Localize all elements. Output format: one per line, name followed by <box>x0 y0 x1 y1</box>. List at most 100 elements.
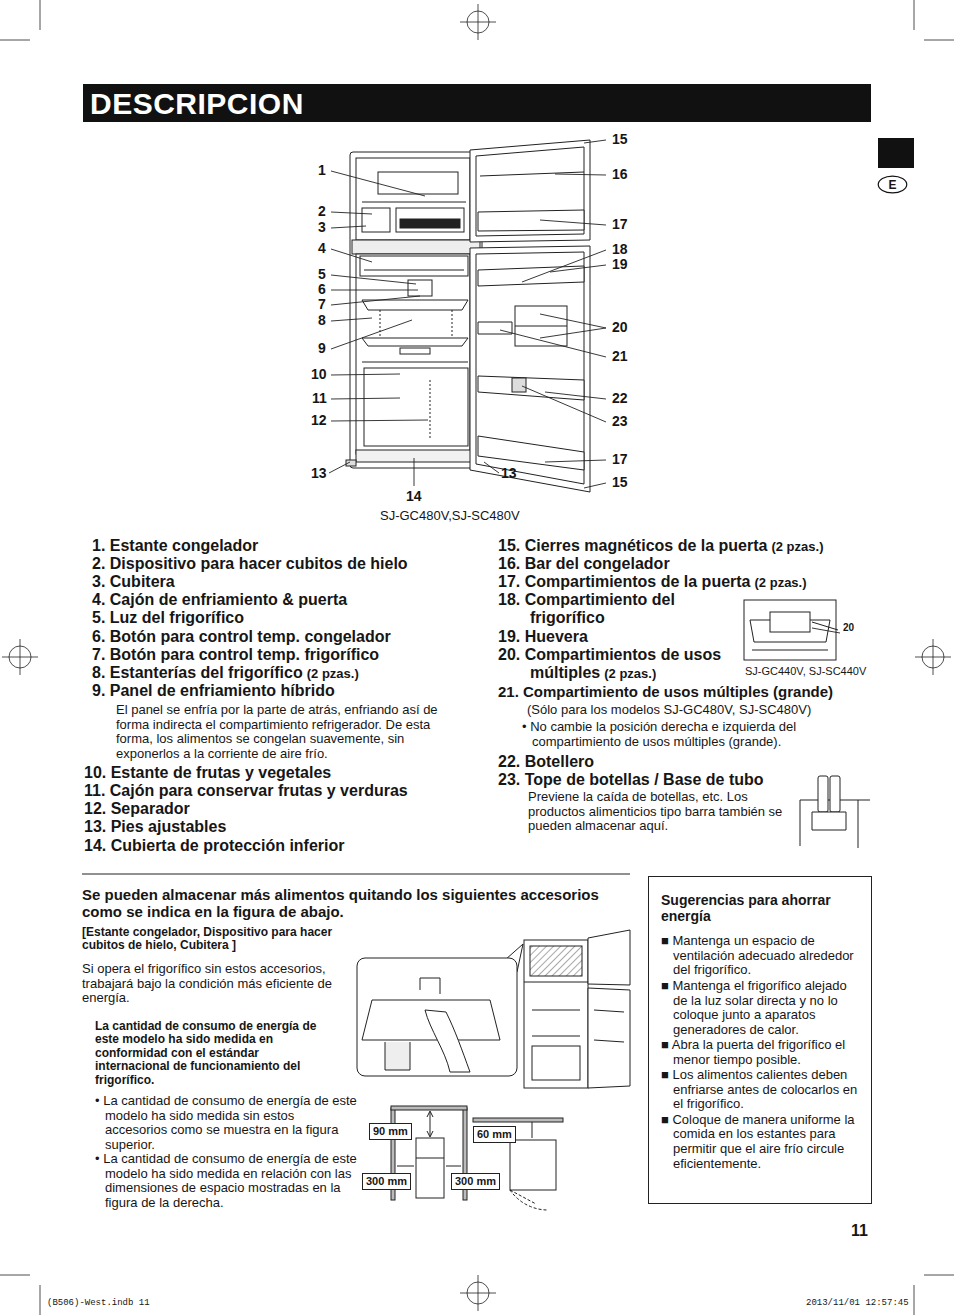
callout-number: 20 <box>612 320 628 336</box>
leader-line <box>540 220 606 225</box>
leader-line <box>331 249 372 262</box>
callout-number: 10 <box>311 367 327 383</box>
dimension-box: 300 mm <box>451 1173 500 1190</box>
dimension-value: 60 mm <box>477 1128 512 1141</box>
leader-line <box>540 314 606 328</box>
tips-box: Sugerencias para ahorrar energía ■ Manten… <box>648 876 872 1204</box>
text-label: 12. Separador <box>84 800 190 818</box>
text-label: 3. Cubitera <box>92 573 175 591</box>
callout-number: 21 <box>612 349 628 365</box>
callout-number: 11 <box>312 391 327 407</box>
text-label: 5. Luz del frigorífico <box>92 609 244 627</box>
callout-number: 22 <box>612 391 628 407</box>
tips-item: ■ Coloque de manera uniforme la comida e… <box>661 1113 863 1171</box>
leader-line <box>522 250 606 282</box>
text-label: 23. Tope de botellas / Base de tubo <box>498 771 764 789</box>
badge-letter: E <box>888 179 896 191</box>
leader-line <box>331 374 400 375</box>
section-badge: E <box>877 175 908 194</box>
text-label: SJ-GC440V, SJ-SC440V <box>745 665 866 677</box>
text-label: [Estante congelador, Dispositivo para ha… <box>82 926 337 953</box>
leader-line <box>331 420 428 421</box>
text-label: Previene la caída de botellas, etc. Los … <box>528 790 783 834</box>
callout-number: 17 <box>612 452 628 468</box>
leader-line <box>331 398 400 399</box>
text-label: 2013/11/01 12:57:45 <box>806 1298 909 1308</box>
text-label: 10. Estante de frutas y vegetales <box>84 764 331 782</box>
leader-line <box>331 226 366 228</box>
dimension-value: 90 mm <box>373 1125 408 1138</box>
clearance-diagrams <box>391 1106 563 1210</box>
callout-number: 13 <box>311 466 327 482</box>
leader-line <box>522 386 606 422</box>
callout-number: 9 <box>318 341 326 357</box>
leader-line <box>331 171 425 196</box>
text-label: 21. Compartimiento de usos múltiples (gr… <box>498 684 833 701</box>
text-label: 9. Panel de enfriamiento híbrido <box>92 682 335 700</box>
accessory-removal-picture <box>357 930 630 1088</box>
quantity-note: (2 pzas.) <box>771 539 823 554</box>
callout-number: 17 <box>612 217 628 233</box>
quantity-note: (2 pzas.) <box>604 666 656 681</box>
text-label: 18. Compartimiento del frigorífico <box>498 591 745 627</box>
separator-rule <box>82 874 630 875</box>
text-label: • La cantidad de consumo de energía de e… <box>95 1094 360 1152</box>
text-label: 13. Pies ajustables <box>84 818 226 836</box>
text-label: 2. Dispositivo para hacer cubitos de hie… <box>92 555 408 573</box>
callout-number: 8 <box>318 313 326 329</box>
dimension-box: 90 mm <box>369 1123 412 1140</box>
text-label: 4. Cajón de enfriamiento & puerta <box>92 591 347 609</box>
text-label: 20. Compartimientos de usos múltiples(2 … <box>498 646 770 682</box>
bottle-stopper-picture <box>800 776 870 848</box>
leader-line <box>555 174 606 175</box>
callout-number: 18 <box>612 242 628 258</box>
quantity-note: (2 pzas.) <box>755 575 807 590</box>
callout-number: 15 <box>612 475 628 491</box>
leader-line <box>812 628 840 633</box>
page-title: DESCRIPCION <box>90 87 304 121</box>
text-label: (Sólo para los modelos SJ-GC480V, SJ-SC4… <box>527 703 811 718</box>
text-label: • La cantidad de consumo de energía de e… <box>95 1152 360 1210</box>
leader-line <box>331 212 372 214</box>
text-label: 17. Compartimientos de la puerta(2 pzas.… <box>498 573 807 591</box>
callout-number: 23 <box>612 414 628 430</box>
callout-number: 7 <box>318 297 326 313</box>
dimension-value: 300 mm <box>366 1175 407 1188</box>
dimension-box: 300 mm <box>362 1173 411 1190</box>
leader-line <box>414 458 415 486</box>
callout-number: 5 <box>318 267 326 283</box>
text-label: • No cambie la posición derecha e izquie… <box>522 720 832 749</box>
title-band <box>83 84 871 122</box>
callout-number: 15 <box>612 132 628 148</box>
callout-number: 1 <box>318 163 326 179</box>
tips-item: ■ Abra la puerta del frigorífico el meno… <box>661 1038 863 1067</box>
callout-number: 13 <box>501 466 517 482</box>
leader-line <box>540 328 606 338</box>
leader-line <box>550 265 606 272</box>
tips-heading: Sugerencias para ahorrar energía <box>661 893 863 924</box>
tips-item: ■ Mantenga el frigorífico alejado de la … <box>661 979 863 1037</box>
text-label: SJ-GC480V,SJ-SC480V <box>380 509 520 524</box>
text-label: Si opera el frigorífico sin estos acceso… <box>82 962 350 1006</box>
text-label: 6. Botón para control temp. congelador <box>92 628 391 646</box>
callout-number: 4 <box>318 241 326 257</box>
text-label: 16. Bar del congelador <box>498 555 670 573</box>
callout-number: 19 <box>612 257 628 273</box>
fridge-illustration <box>346 140 590 492</box>
leader-line <box>329 462 350 473</box>
dimension-box: 60 mm <box>473 1126 516 1143</box>
text-label: El panel se enfría por la parte de atrás… <box>116 703 461 761</box>
leader-line <box>331 290 418 291</box>
callout-number: 3 <box>318 220 326 236</box>
quantity-note: (2 pzas.) <box>307 666 359 681</box>
section-tab <box>878 138 914 168</box>
text-label: 7. Botón para control temp. frigorífico <box>92 646 379 664</box>
dimension-value: 300 mm <box>455 1175 496 1188</box>
text-label: 1. Estante congelador <box>92 537 258 555</box>
leader-line <box>331 275 416 284</box>
leader-line <box>584 140 606 143</box>
callout-number: 14 <box>406 489 422 505</box>
callout-number: 16 <box>612 167 628 183</box>
callout-number: 6 <box>318 282 326 298</box>
text-label: 22. Botellero <box>498 753 594 771</box>
